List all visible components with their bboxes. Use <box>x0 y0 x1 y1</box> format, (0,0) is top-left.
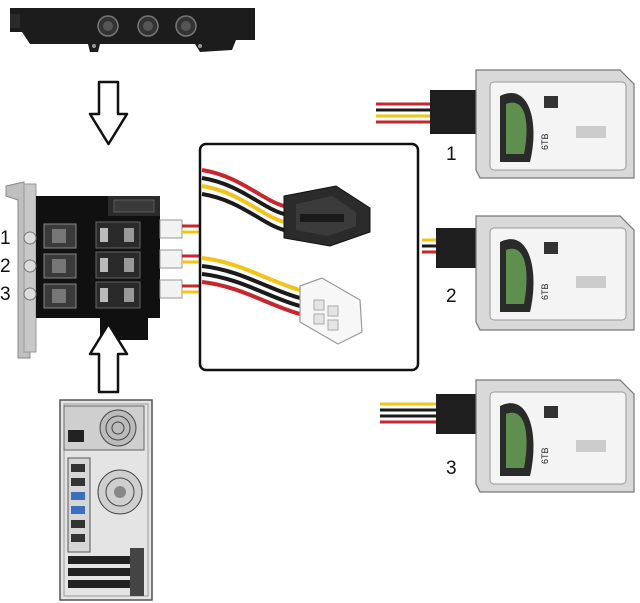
drive-label-2: 2 <box>446 286 457 307</box>
hard-drive-icon: 6TB <box>475 379 635 493</box>
switch-label-1: 1 <box>0 228 11 249</box>
switch-label-2: 2 <box>0 256 11 277</box>
hard-drive-icon: 6TB <box>475 69 635 179</box>
molex-connector-icon <box>299 277 363 345</box>
drive-label-1: 1 <box>446 144 457 165</box>
drive-capacity-3: 6TB <box>540 447 550 464</box>
hard-drive-3: 6TB 3 <box>380 379 635 493</box>
drive-capacity-1: 6TB <box>540 133 550 150</box>
switch-row-3 <box>43 281 141 309</box>
drive-capacity-2: 6TB <box>540 283 550 300</box>
pci-bracket-icon <box>10 8 255 52</box>
switch-label-3: 3 <box>0 284 11 305</box>
hard-drive-2: 6TB 2 <box>422 215 635 331</box>
switch-row-1 <box>43 221 141 249</box>
hard-drive-1: 6TB 1 <box>376 69 635 179</box>
sata-connector-icon <box>283 185 371 247</box>
arrow-down-icon <box>88 80 129 146</box>
drive-label-3: 3 <box>446 458 457 479</box>
pc-tower-icon <box>59 399 153 601</box>
connector-detail-box <box>198 142 420 372</box>
hard-drive-icon: 6TB <box>475 215 635 331</box>
switch-row-2 <box>43 251 141 279</box>
arrow-up-icon <box>88 322 129 394</box>
